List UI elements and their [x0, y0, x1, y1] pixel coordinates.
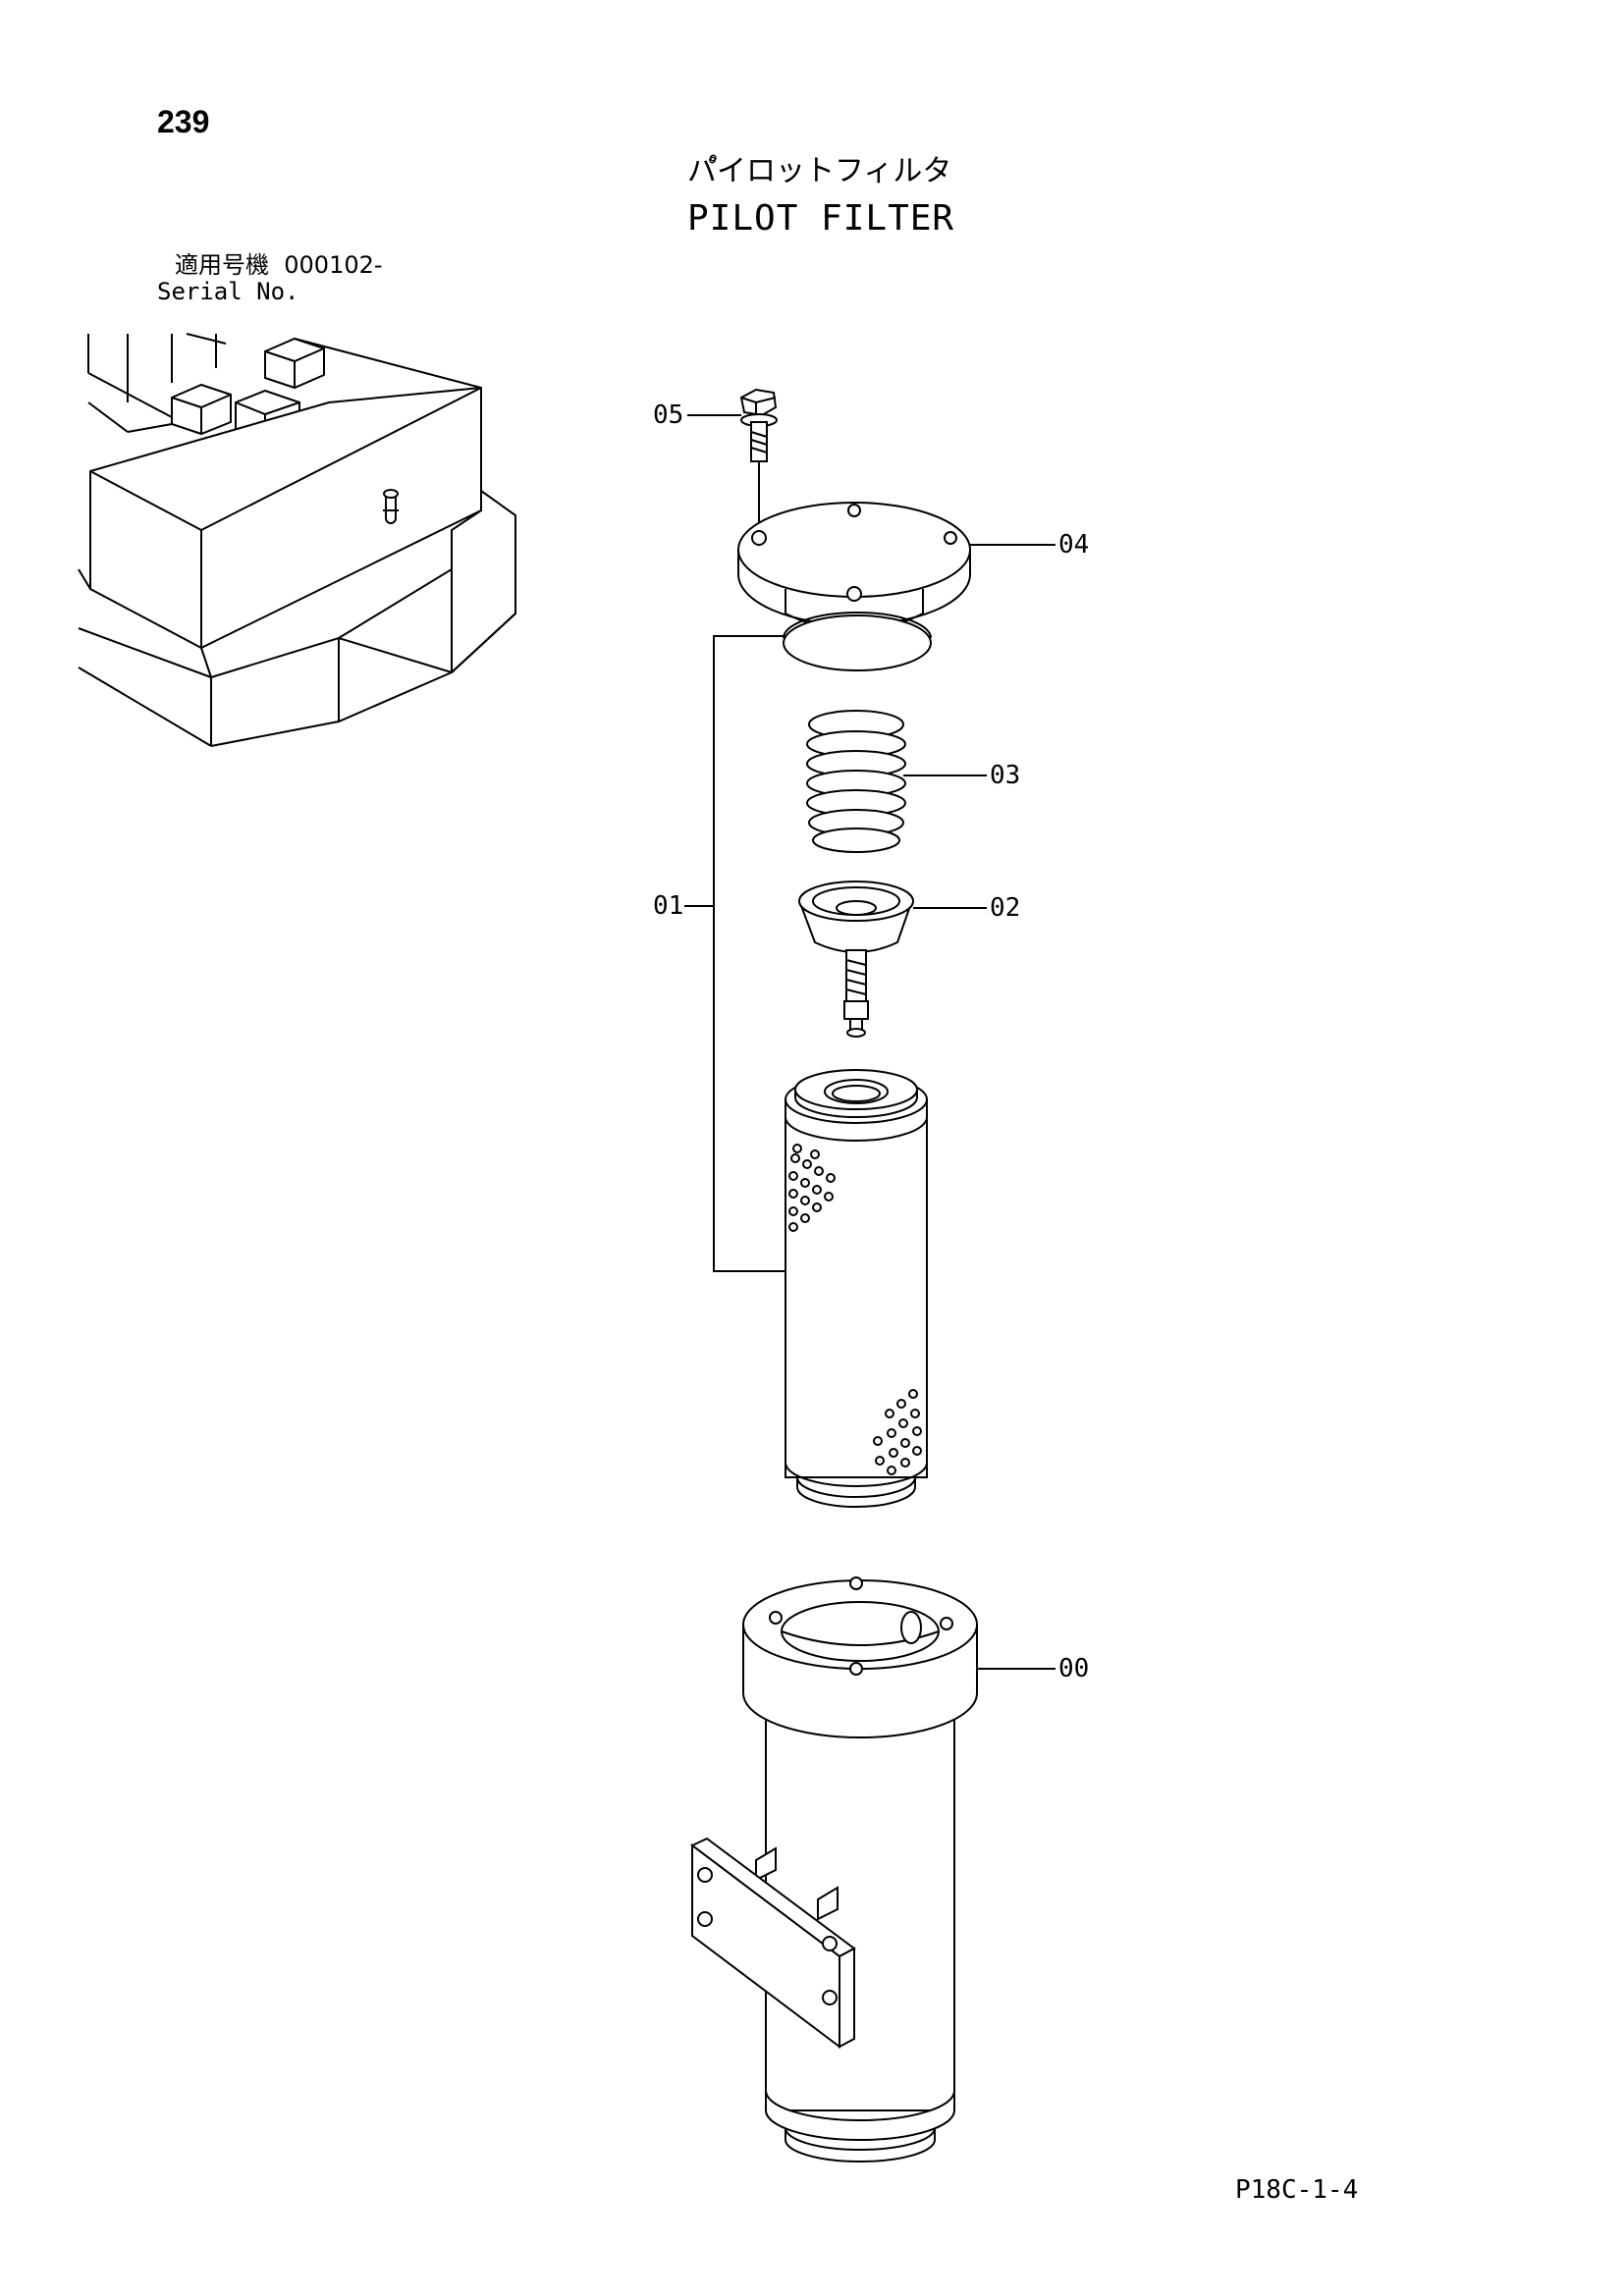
bolt-05 — [687, 388, 778, 535]
serial-label: Serial No. — [157, 278, 299, 305]
serial-applicability: 適用号機 000102- — [175, 253, 383, 277]
drawing-code: P18C-1-4 — [1235, 2175, 1359, 2205]
page-title: PILOT FILTER — [687, 198, 955, 239]
page-number: 239 — [157, 104, 210, 139]
serial-value: 000102- — [284, 251, 383, 279]
page-title-japanese: パ゚イロットフィルタ — [687, 154, 952, 188]
perforation-holes — [788, 1144, 922, 1475]
gasket — [783, 612, 932, 671]
cover-04 — [737, 502, 1056, 632]
serial-label-japanese: 適用号機 — [175, 251, 269, 279]
callout-00: 00 — [1058, 1654, 1090, 1683]
spring-03 — [806, 710, 987, 853]
group-bracket-01 — [713, 635, 785, 1272]
callout-05: 05 — [653, 400, 684, 430]
machine-locator-view — [78, 333, 516, 747]
callout-02: 02 — [990, 893, 1021, 923]
filter-housing-00 — [690, 1576, 1056, 2163]
callout-03: 03 — [990, 761, 1021, 790]
callout-04: 04 — [1058, 530, 1090, 560]
valve-02 — [798, 881, 987, 1038]
filter-element — [785, 1069, 928, 1508]
callout-01: 01 — [653, 891, 684, 921]
